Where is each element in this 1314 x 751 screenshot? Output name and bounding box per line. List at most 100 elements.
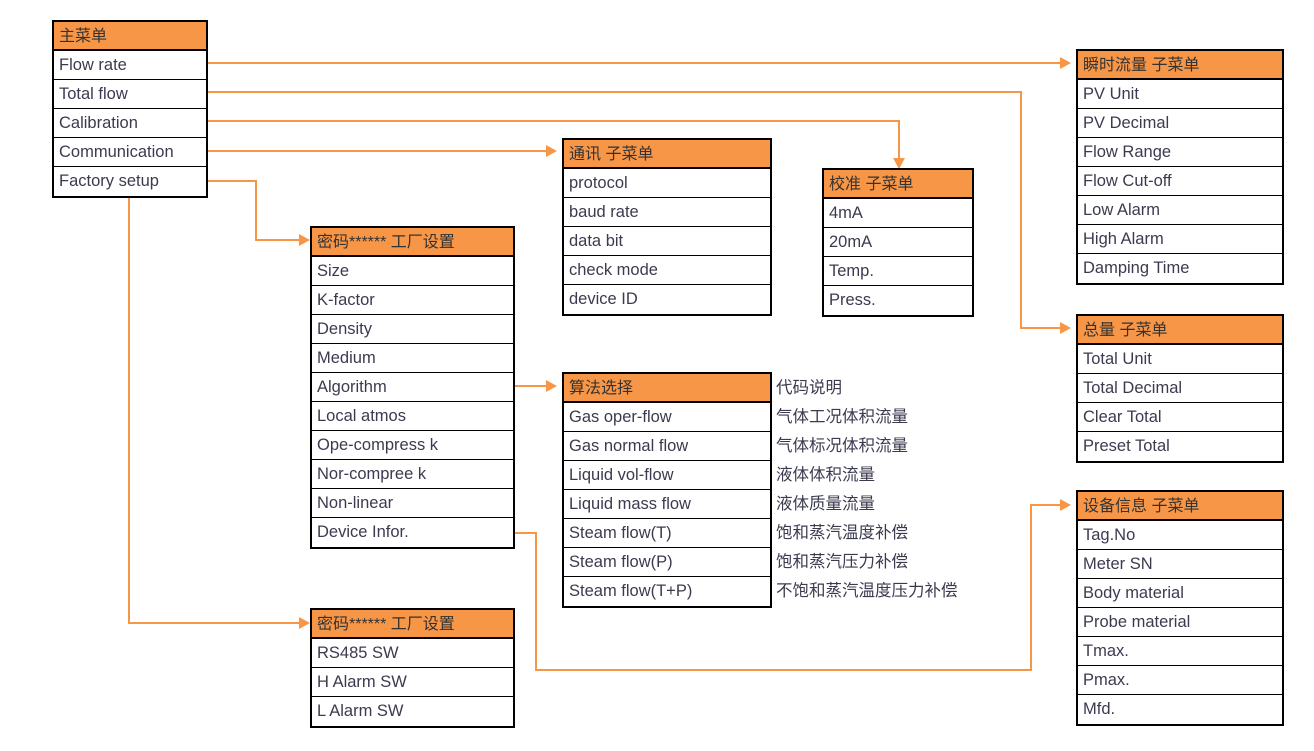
- legend-line-gas-normal-flow: 气体标况体积流量: [776, 437, 908, 455]
- connector-total-flow-h1: [208, 91, 1022, 93]
- menu-item-total-flow[interactable]: Total flow: [54, 80, 206, 109]
- arrow-total-flow: [1060, 322, 1071, 334]
- menu-item-steam-flow-tp[interactable]: Steam flow(T+P): [564, 577, 770, 606]
- box-device-info-submenu: 设备信息 子菜单 Tag.No Meter SN Body material P…: [1076, 490, 1284, 726]
- connector-device-info-v1: [535, 532, 537, 671]
- menu-item-clear-total[interactable]: Clear Total: [1078, 403, 1282, 432]
- menu-item-liquid-mass-flow[interactable]: Liquid mass flow: [564, 490, 770, 519]
- menu-item-algorithm[interactable]: Algorithm: [312, 373, 513, 402]
- menu-item-h-alarm-sw[interactable]: H Alarm SW: [312, 668, 513, 697]
- arrow-flow-rate: [1060, 57, 1071, 69]
- menu-item-pmax[interactable]: Pmax.: [1078, 666, 1282, 695]
- legend-line-liquid-vol-flow: 液体体积流量: [776, 466, 875, 484]
- menu-item-nor-compree-k[interactable]: Nor-compree k: [312, 460, 513, 489]
- connector-algorithm: [515, 385, 550, 387]
- menu-item-flow-rate[interactable]: Flow rate: [54, 51, 206, 80]
- box-factory-setup-main-header: 密码****** 工厂设置: [312, 228, 513, 257]
- legend-line-steam-flow-t: 饱和蒸汽温度补偿: [776, 524, 908, 542]
- menu-item-4ma[interactable]: 4mA: [824, 199, 972, 228]
- connector-factory-setup-v1: [255, 180, 257, 240]
- menu-item-gas-normal-flow[interactable]: Gas normal flow: [564, 432, 770, 461]
- connector-total-flow-v: [1020, 91, 1022, 328]
- box-flow-rate-submenu: 瞬时流量 子菜单 PV Unit PV Decimal Flow Range F…: [1076, 49, 1284, 285]
- menu-item-communication[interactable]: Communication: [54, 138, 206, 167]
- menu-item-steam-flow-t[interactable]: Steam flow(T): [564, 519, 770, 548]
- box-factory-setup-main: 密码****** 工厂设置 Size K-factor Density Medi…: [310, 226, 515, 549]
- menu-item-liquid-vol-flow[interactable]: Liquid vol-flow: [564, 461, 770, 490]
- menu-item-preset-total[interactable]: Preset Total: [1078, 432, 1282, 461]
- menu-item-ope-compress-k[interactable]: Ope-compress k: [312, 431, 513, 460]
- menu-item-device-id[interactable]: device ID: [564, 285, 770, 314]
- box-device-info-submenu-header: 设备信息 子菜单: [1078, 492, 1282, 521]
- arrow-factory-setup-upper: [299, 234, 310, 246]
- menu-item-total-unit[interactable]: Total Unit: [1078, 345, 1282, 374]
- arrow-communication: [546, 145, 557, 157]
- algorithm-legend: 代码说明 气体工况体积流量 气体标况体积流量 液体体积流量 液体质量流量 饱和蒸…: [776, 374, 1036, 606]
- menu-item-rs485-sw[interactable]: RS485 SW: [312, 639, 513, 668]
- menu-item-gas-oper-flow[interactable]: Gas oper-flow: [564, 403, 770, 432]
- menu-item-l-alarm-sw[interactable]: L Alarm SW: [312, 697, 513, 726]
- menu-item-pv-decimal[interactable]: PV Decimal: [1078, 109, 1282, 138]
- menu-item-20ma[interactable]: 20mA: [824, 228, 972, 257]
- connector-device-info-h1: [515, 532, 537, 534]
- box-calibration-submenu-header: 校准 子菜单: [824, 170, 972, 199]
- menu-item-density[interactable]: Density: [312, 315, 513, 344]
- box-calibration-submenu: 校准 子菜单 4mA 20mA Temp. Press.: [822, 168, 974, 317]
- legend-line-steam-flow-p: 饱和蒸汽压力补偿: [776, 553, 908, 571]
- menu-item-data-bit[interactable]: data bit: [564, 227, 770, 256]
- menu-item-device-infor[interactable]: Device Infor.: [312, 518, 513, 547]
- connector-device-info-h2: [535, 669, 1032, 671]
- arrow-factory-setup-lower: [299, 617, 310, 629]
- box-total-flow-submenu-header: 总量 子菜单: [1078, 316, 1282, 345]
- connector-communication: [208, 150, 548, 152]
- menu-item-press[interactable]: Press.: [824, 286, 972, 315]
- connector-calibration-h: [208, 120, 900, 122]
- menu-item-size[interactable]: Size: [312, 257, 513, 286]
- arrow-algorithm: [546, 380, 557, 392]
- arrow-device-info: [1060, 499, 1071, 511]
- menu-item-tag-no[interactable]: Tag.No: [1078, 521, 1282, 550]
- box-communication-submenu: 通讯 子菜单 protocol baud rate data bit check…: [562, 138, 772, 316]
- legend-line-gas-oper-flow: 气体工况体积流量: [776, 408, 908, 426]
- box-flow-rate-submenu-header: 瞬时流量 子菜单: [1078, 51, 1282, 80]
- menu-item-temp[interactable]: Temp.: [824, 257, 972, 286]
- connector-factory-sw-h: [128, 622, 302, 624]
- connector-factory-sw-v: [128, 194, 130, 624]
- legend-line-steam-flow-tp: 不饱和蒸汽温度压力补偿: [776, 582, 958, 600]
- menu-item-mfd[interactable]: Mfd.: [1078, 695, 1282, 724]
- menu-item-calibration[interactable]: Calibration: [54, 109, 206, 138]
- box-main-menu: 主菜单 Flow rate Total flow Calibration Com…: [52, 20, 208, 198]
- box-algorithm-submenu: 算法选择 Gas oper-flow Gas normal flow Liqui…: [562, 372, 772, 608]
- menu-item-probe-material[interactable]: Probe material: [1078, 608, 1282, 637]
- connector-total-flow-h2: [1020, 327, 1062, 329]
- menu-item-low-alarm[interactable]: Low Alarm: [1078, 196, 1282, 225]
- menu-item-total-decimal[interactable]: Total Decimal: [1078, 374, 1282, 403]
- menu-item-k-factor[interactable]: K-factor: [312, 286, 513, 315]
- menu-item-flow-range[interactable]: Flow Range: [1078, 138, 1282, 167]
- box-total-flow-submenu: 总量 子菜单 Total Unit Total Decimal Clear To…: [1076, 314, 1284, 463]
- menu-item-medium[interactable]: Medium: [312, 344, 513, 373]
- menu-item-non-linear[interactable]: Non-linear: [312, 489, 513, 518]
- menu-item-pv-unit[interactable]: PV Unit: [1078, 80, 1282, 109]
- box-factory-setup-sw: 密码****** 工厂设置 RS485 SW H Alarm SW L Alar…: [310, 608, 515, 728]
- menu-item-tmax[interactable]: Tmax.: [1078, 637, 1282, 666]
- menu-item-body-material[interactable]: Body material: [1078, 579, 1282, 608]
- menu-item-damping-time[interactable]: Damping Time: [1078, 254, 1282, 283]
- connector-device-info-v2: [1030, 504, 1032, 671]
- menu-item-check-mode[interactable]: check mode: [564, 256, 770, 285]
- connector-flow-rate: [208, 62, 1062, 64]
- menu-item-high-alarm[interactable]: High Alarm: [1078, 225, 1282, 254]
- box-main-menu-header: 主菜单: [54, 22, 206, 51]
- menu-item-factory-setup[interactable]: Factory setup: [54, 167, 206, 196]
- menu-item-local-atmos[interactable]: Local atmos: [312, 402, 513, 431]
- menu-item-protocol[interactable]: protocol: [564, 169, 770, 198]
- menu-item-steam-flow-p[interactable]: Steam flow(P): [564, 548, 770, 577]
- menu-item-baud-rate[interactable]: baud rate: [564, 198, 770, 227]
- legend-line-liquid-mass-flow: 液体质量流量: [776, 495, 875, 513]
- box-communication-submenu-header: 通讯 子菜单: [564, 140, 770, 169]
- box-algorithm-submenu-header: 算法选择: [564, 374, 770, 403]
- menu-item-meter-sn[interactable]: Meter SN: [1078, 550, 1282, 579]
- menu-item-flow-cut-off[interactable]: Flow Cut-off: [1078, 167, 1282, 196]
- legend-title: 代码说明: [776, 379, 842, 397]
